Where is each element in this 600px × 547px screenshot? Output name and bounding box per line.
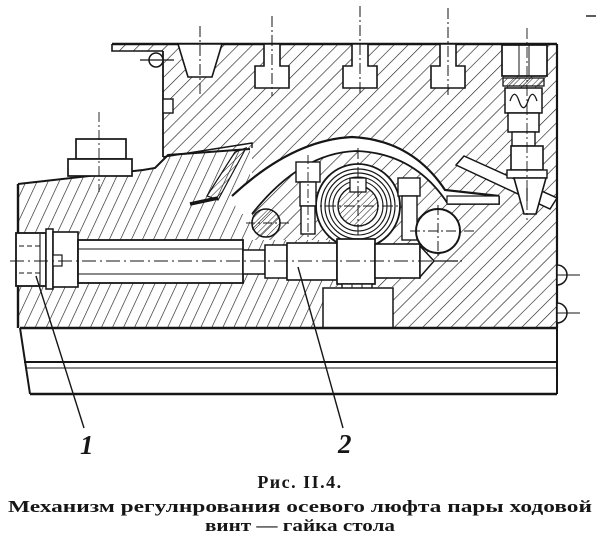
arch-channel	[231, 135, 500, 215]
spring-plunger	[501, 28, 548, 220]
spring-symbol	[509, 93, 538, 109]
saddle-boss	[67, 112, 133, 192]
t-slot-centerlines	[199, 6, 449, 96]
leader-lines	[35, 266, 344, 429]
pin-section	[246, 208, 292, 238]
table-left-notch	[162, 98, 174, 114]
right-stud	[397, 177, 421, 241]
figure-number: Рис. II.4.	[257, 472, 342, 492]
part-label-1: 1	[80, 430, 94, 460]
washer	[502, 77, 545, 87]
lip-screw	[140, 52, 174, 68]
housing-ledge	[446, 195, 500, 205]
cross-pin	[410, 205, 474, 258]
caption-line-2: винт — гайка стола	[205, 516, 395, 535]
part-label-2: 2	[337, 429, 352, 459]
adjusting-nut	[15, 232, 47, 287]
caption-line-1: Механизм регулнрования осевого люфта пар…	[8, 497, 593, 516]
left-stud	[295, 155, 321, 238]
lead-screw	[15, 228, 458, 298]
saddle-pocket	[322, 287, 394, 328]
side-screws	[556, 264, 580, 324]
left-gib-wedge	[189, 146, 248, 206]
taper-pin	[512, 177, 548, 215]
bed-block	[19, 326, 558, 396]
